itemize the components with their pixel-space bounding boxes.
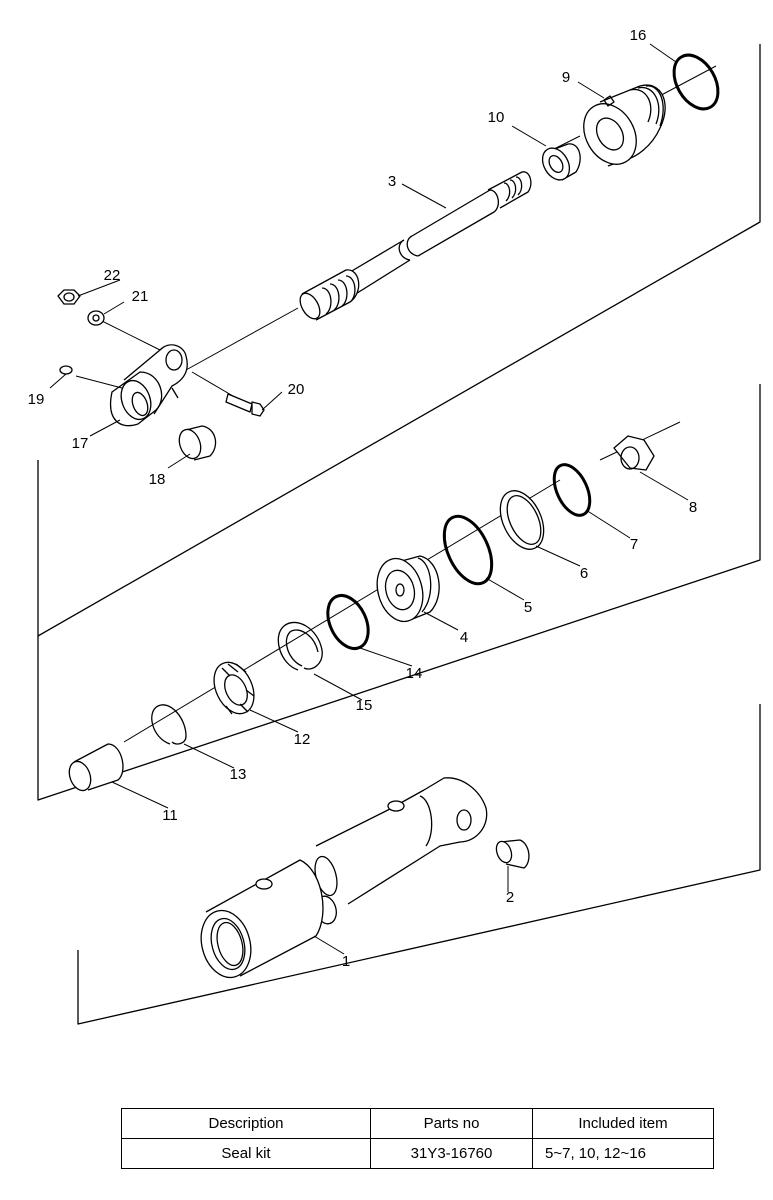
leader-lines bbox=[49, 43, 689, 955]
label-part-4: 4 bbox=[460, 629, 468, 646]
label-part-21: 21 bbox=[132, 288, 149, 305]
label-part-8: 8 bbox=[689, 499, 697, 516]
cell-included-item: 5~7, 10, 12~16 bbox=[532, 1138, 714, 1169]
header-parts-no: Parts no bbox=[370, 1108, 533, 1139]
label-part-19: 19 bbox=[28, 391, 45, 408]
label-part-7: 7 bbox=[630, 536, 638, 553]
part-3-piston-rod bbox=[299, 171, 532, 321]
label-part-3: 3 bbox=[388, 173, 396, 190]
part-11-bushing bbox=[68, 743, 124, 792]
part-20-bolt bbox=[225, 393, 265, 417]
label-part-20: 20 bbox=[288, 381, 305, 398]
label-part-6: 6 bbox=[580, 565, 588, 582]
part-15-backup-ring bbox=[277, 621, 323, 671]
callout-labels: 1 2 3 4 5 6 7 8 9 10 11 12 13 14 15 16 1… bbox=[28, 27, 698, 970]
label-part-18: 18 bbox=[149, 471, 166, 488]
exploded-parts-diagram: 1 2 3 4 5 6 7 8 9 10 11 12 13 14 15 16 1… bbox=[28, 27, 761, 1025]
label-part-13: 13 bbox=[230, 766, 247, 783]
header-description: Description bbox=[121, 1108, 371, 1139]
table-header-row: Description Parts no Included item bbox=[121, 1108, 714, 1139]
label-part-5: 5 bbox=[524, 599, 532, 616]
part-8-nut bbox=[613, 435, 655, 471]
table-row: Seal kit 31Y3-16760 5~7, 10, 12~16 bbox=[121, 1138, 714, 1169]
part-14-o-ring bbox=[326, 594, 370, 650]
part-17-rod-eye bbox=[110, 344, 188, 427]
label-part-2: 2 bbox=[506, 889, 514, 906]
seal-kit-table: Description Parts no Included item Seal … bbox=[121, 1108, 714, 1169]
label-part-17: 17 bbox=[72, 435, 89, 452]
header-included-item: Included item bbox=[532, 1108, 714, 1139]
label-part-11: 11 bbox=[162, 807, 178, 824]
label-part-9: 9 bbox=[562, 69, 570, 86]
label-part-15: 15 bbox=[356, 697, 373, 714]
part-18-bushing bbox=[178, 425, 217, 461]
part-13-snap-ring bbox=[151, 704, 187, 745]
label-part-10: 10 bbox=[488, 109, 505, 126]
part-2-bushing bbox=[495, 839, 530, 869]
part-4-piston bbox=[376, 555, 440, 623]
panel-tube-assembly bbox=[77, 704, 761, 1025]
label-part-22: 22 bbox=[104, 267, 121, 284]
part-12-wear-ring bbox=[213, 661, 255, 715]
part-21-washer bbox=[87, 310, 105, 326]
label-part-12: 12 bbox=[294, 731, 311, 748]
cell-description: Seal kit bbox=[121, 1138, 371, 1169]
part-10-bushing bbox=[541, 143, 581, 181]
panel-rod-assembly bbox=[37, 44, 761, 637]
part-16-o-ring bbox=[672, 53, 720, 111]
label-part-1: 1 bbox=[342, 953, 350, 970]
label-part-16: 16 bbox=[630, 27, 647, 44]
part-7-o-ring bbox=[552, 463, 592, 517]
label-part-14: 14 bbox=[406, 665, 423, 682]
part-5-o-ring bbox=[442, 514, 494, 586]
cell-parts-no: 31Y3-16760 bbox=[370, 1138, 533, 1169]
part-6-backup-ring bbox=[499, 490, 545, 550]
part-9-rod-cover bbox=[583, 84, 666, 167]
part-19-grease-nipple bbox=[59, 365, 73, 375]
part-22-nut bbox=[57, 289, 81, 305]
part-1-cylinder-tube bbox=[200, 777, 488, 979]
